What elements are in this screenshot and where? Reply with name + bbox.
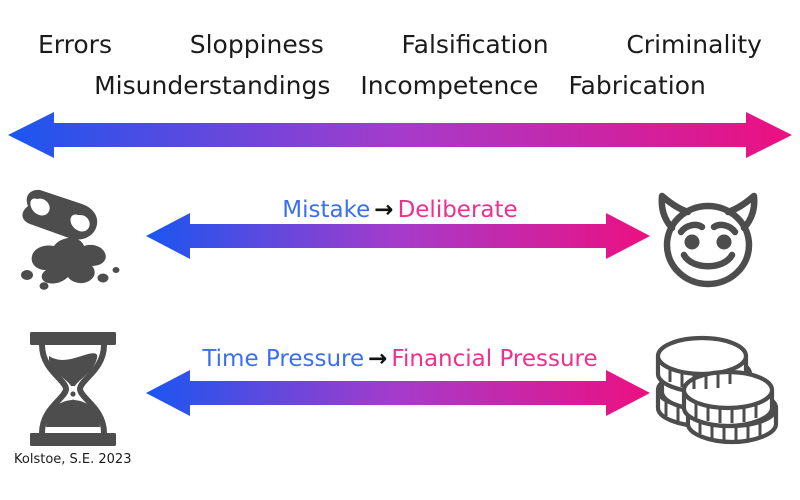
coins-stack-icon: [648, 332, 780, 450]
spilled-container-icon: [10, 182, 142, 290]
caption-right-label-deliberate: Deliberate: [397, 197, 518, 223]
spectrum-words-row-top: Errors Sloppiness Falsification Criminal…: [0, 32, 800, 57]
spectrum-words-row-bottom: Misunderstandings Incompetence Fabricati…: [0, 73, 800, 98]
spectrum-arrow-main: [8, 112, 792, 158]
spectrum-arrow-time-financial: [146, 370, 650, 416]
caption-connector-arrow-icon-2: →: [368, 346, 388, 372]
credit-citation: Kolstoe, S.E. 2023: [14, 452, 132, 467]
spectrum-word-errors: Errors: [38, 30, 112, 59]
spectrum-arrow-mistake-deliberate: [146, 213, 650, 259]
spectrum-word-fabrication: Fabrication: [568, 71, 706, 100]
caption-left-label-mistake: Mistake: [282, 197, 371, 223]
spectrum-word-sloppiness: Sloppiness: [189, 30, 324, 59]
spectrum-word-misunderstandings: Misunderstandings: [94, 71, 331, 100]
caption-left-label-time-pressure: Time Pressure: [202, 346, 365, 372]
hourglass-icon: [18, 328, 128, 450]
spectrum-word-criminality: Criminality: [626, 30, 762, 59]
caption-right-label-financial-pressure: Financial Pressure: [391, 346, 598, 372]
caption-time-financial-pressure: Time Pressure→Financial Pressure: [0, 348, 800, 371]
caption-connector-arrow-icon: →: [374, 197, 394, 223]
caption-mistake-deliberate: Mistake→Deliberate: [0, 199, 800, 222]
spectrum-word-falsification: Falsification: [401, 30, 549, 59]
devil-face-icon: [648, 182, 768, 290]
spectrum-word-incompetence: Incompetence: [360, 71, 539, 100]
